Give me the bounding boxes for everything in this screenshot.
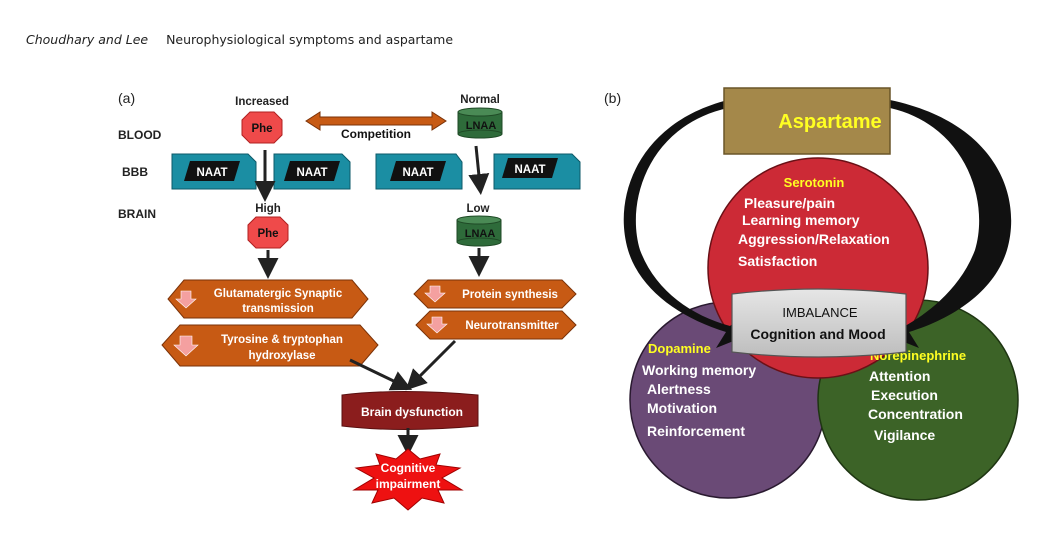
cognitive-line-2: impairment [376,477,441,491]
arrow-left-to-dysfunction [349,358,413,391]
row-label-bbb: BBB [122,165,148,179]
glutamatergic-node: Glutamatergic Synaptic transmission [167,279,369,319]
down-arrow-icon [424,285,446,303]
label-high: High [255,203,281,215]
norepinephrine-item-3: Concentration [868,406,963,422]
down-arrow-icon [175,290,197,309]
lnaa-blood-label: LNAA [466,120,497,132]
phe-blood-node [241,111,283,144]
brain-dysfunction-node: Brain dysfunction [341,391,479,430]
cognitive-line-1: Cognitive [381,461,436,475]
label-low: Low [467,203,490,215]
arrow-lnaa-down [468,145,490,195]
imbalance-box: IMBALANCE Cognition and Mood [731,288,907,358]
panel-a-label: (a) [118,90,135,106]
glutamatergic-line-2: transmission [242,303,314,315]
dopamine-item-4: Reinforcement [647,423,745,439]
norepinephrine-item-4: Vigilance [874,427,935,443]
tyrosine-node: Tyrosine & tryptophan hydroxylase [161,324,379,367]
aspartame-label: Aspartame [778,111,881,133]
naat-box-1: NAAT [171,153,257,190]
tyrosine-line-2: hydroxylase [248,350,315,362]
phe-brain-label: Phe [257,228,278,240]
serotonin-item-2: Learning memory [742,212,860,228]
lnaa-brain-label: LNAA [465,228,496,240]
label-normal: Normal [460,94,500,106]
competition-label: Competition [341,127,411,141]
panel-a: (a) BLOOD BBB BRAIN Increased Normal Phe… [118,90,581,511]
phe-blood-label: Phe [251,123,272,135]
down-arrow-icon [426,316,448,334]
left-curved-arrow [623,100,742,348]
serotonin-item-1: Pleasure/pain [744,195,835,211]
page-header: Choudhary and Lee Neurophysiological sym… [26,32,453,47]
phe-brain-node [247,216,289,249]
naat-box-2: NAAT [273,153,351,190]
header-title: Neurophysiological symptoms and aspartam… [166,32,454,47]
neurotransmitter-node: Neurotransmitter [415,310,577,340]
naat-label-2: NAAT [296,167,327,179]
dopamine-item-3: Motivation [647,400,717,416]
row-label-brain: BRAIN [118,207,156,221]
right-curved-arrow [890,100,1012,348]
naat-label-1: NAAT [196,167,227,179]
glutamatergic-line-1: Glutamatergic Synaptic [214,288,343,300]
competition-arrow [305,111,447,131]
header-authors: Choudhary and Lee [26,32,149,47]
naat-label-4: NAAT [514,164,545,176]
cognitive-impairment-node: Cognitive impairment [352,448,464,511]
tyrosine-line-1: Tyrosine & tryptophan [221,334,343,346]
neurotransmitter-label: Neurotransmitter [465,320,559,332]
label-increased: Increased [235,96,289,108]
serotonin-item-4: Satisfaction [738,253,817,269]
imbalance-subtitle: Cognition and Mood [750,326,885,342]
norepinephrine-item-1: Attention [869,368,930,384]
imbalance-title: IMBALANCE [782,305,857,320]
brain-dysfunction-label: Brain dysfunction [361,405,463,419]
panel-b-label: (b) [604,90,621,106]
arrow-right-to-dysfunction [405,339,457,391]
row-label-blood: BLOOD [118,128,162,142]
dopamine-item-1: Working memory [642,362,756,378]
dopamine-item-2: Alertness [647,381,711,397]
down-arrow-icon [173,335,199,357]
norepinephrine-item-2: Execution [871,387,938,403]
lnaa-blood-node [457,107,503,139]
dopamine-title: Dopamine [648,341,711,356]
protein-synthesis-label: Protein synthesis [462,289,558,301]
serotonin-item-3: Aggression/Relaxation [738,231,890,247]
protein-synthesis-node: Protein synthesis [413,279,577,309]
lnaa-brain-node [456,215,502,247]
naat-label-3: NAAT [402,167,433,179]
serotonin-title: Serotonin [784,175,845,190]
naat-box-4: NAAT [493,153,581,190]
panel-b: (b) Aspartame Serotonin Pleasure/pain Le… [604,87,1019,501]
naat-box-3: NAAT [375,153,463,190]
aspartame-box [723,87,891,155]
